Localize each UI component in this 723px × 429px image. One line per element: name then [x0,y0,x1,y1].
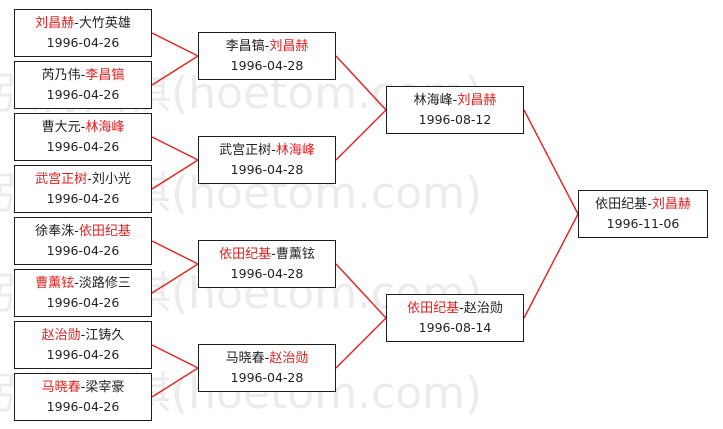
player-name: 赵治勋 [269,351,309,366]
player-name: 大竹英雄 [78,16,131,31]
match-date: 1996-04-26 [46,191,120,206]
connector-line [151,159,199,190]
player-name: 李昌镐 [225,39,265,54]
player-name: 刘昌赫 [269,39,309,54]
player-name: 依田纪基 [407,301,460,316]
connector-line [335,263,387,319]
player-name: 江铸久 [85,328,125,343]
match-date: 1996-04-28 [230,162,304,177]
match-date: 1996-04-26 [46,87,120,102]
match-players: 徐奉洙-依田纪基 [35,224,131,239]
match-players: 马晓春-赵治勋 [225,351,309,366]
connector-line [335,55,387,111]
match-date: 1996-04-26 [46,347,120,362]
connector-line [335,109,387,161]
player-name: 刘昌赫 [457,93,497,108]
match-date: 1996-04-28 [230,266,304,281]
match-date: 1996-04-28 [230,58,304,73]
player-name: 依田纪基 [595,197,648,212]
connector-line [151,55,199,86]
match-date: 1996-04-26 [46,399,120,414]
connector-line [523,109,579,215]
player-name: 曹薰铉 [35,276,75,291]
player-name: 林海峰 [85,120,125,135]
match-players: 依田纪基-刘昌赫 [595,197,691,212]
match-date: 1996-08-14 [418,320,492,335]
player-name: 梁宰豪 [85,380,125,395]
match-date: 1996-04-26 [46,243,120,258]
match-box: 武宫正树-刘小光 1996-04-26 [14,165,152,213]
match-players: 依田纪基-赵治勋 [407,301,503,316]
match-box: 依田纪基-刘昌赫 1996-11-06 [578,190,708,238]
player-name: 林海峰 [275,143,315,158]
player-name: 马晓春 [41,380,81,395]
connector-line [151,136,199,161]
match-players: 刘昌赫-大竹英雄 [35,16,131,31]
connector-line [151,344,199,369]
player-name: 刘昌赫 [35,16,75,31]
connector-line [151,32,199,57]
player-name: 依田纪基 [78,224,131,239]
match-players: 曹大元-林海峰 [41,120,125,135]
player-name: 武宫正树 [35,172,88,187]
match-players: 芮乃伟-李昌镐 [41,68,125,83]
player-name: 马晓春 [225,351,265,366]
match-players: 依田纪基-曹薰铉 [219,247,315,262]
match-box: 依田纪基-曹薰铉 1996-04-28 [198,240,336,288]
match-date: 1996-04-26 [46,139,120,154]
player-name: 赵治勋 [41,328,81,343]
connector-line [335,317,387,369]
match-box: 赵治勋-江铸久 1996-04-26 [14,321,152,369]
match-players: 马晓春-梁宰豪 [41,380,125,395]
player-name: 武宫正树 [219,143,272,158]
match-date: 1996-04-26 [46,35,120,50]
match-box: 武宫正树-林海峰 1996-04-28 [198,136,336,184]
match-players: 林海峰-刘昌赫 [413,93,497,108]
match-box: 李昌镐-刘昌赫 1996-04-28 [198,32,336,80]
match-date: 1996-08-12 [418,112,492,127]
connector-line [151,263,199,294]
match-date: 1996-11-06 [606,216,680,231]
match-box: 马晓春-梁宰豪 1996-04-26 [14,373,152,421]
match-players: 武宫正树-刘小光 [35,172,131,187]
player-name: 依田纪基 [219,247,272,262]
match-box: 芮乃伟-李昌镐 1996-04-26 [14,61,152,109]
player-name: 曹薰铉 [275,247,315,262]
match-box: 刘昌赫-大竹英雄 1996-04-26 [14,9,152,57]
match-players: 曹薰铉-淡路修三 [35,276,131,291]
match-box: 徐奉洙-依田纪基 1996-04-26 [14,217,152,265]
player-name: 淡路修三 [78,276,131,291]
player-name: 曹大元 [41,120,81,135]
match-players: 李昌镐-刘昌赫 [225,39,309,54]
match-box: 林海峰-刘昌赫 1996-08-12 [386,86,524,134]
match-players: 赵治勋-江铸久 [41,328,125,343]
match-box: 曹薰铉-淡路修三 1996-04-26 [14,269,152,317]
match-date: 1996-04-28 [230,370,304,385]
player-name: 徐奉洙 [35,224,75,239]
match-box: 马晓春-赵治勋 1996-04-28 [198,344,336,392]
match-players: 武宫正树-林海峰 [219,143,315,158]
match-box: 依田纪基-赵治勋 1996-08-14 [386,294,524,342]
player-name: 李昌镐 [85,68,125,83]
player-name: 刘昌赫 [651,197,691,212]
player-name: 赵治勋 [463,301,503,316]
player-name: 林海峰 [413,93,453,108]
player-name: 刘小光 [91,172,131,187]
connector-line [151,367,199,398]
match-box: 曹大元-林海峰 1996-04-26 [14,113,152,161]
connector-line [151,240,199,265]
connector-line [523,213,579,319]
player-name: 芮乃伟 [41,68,81,83]
match-date: 1996-04-26 [46,295,120,310]
